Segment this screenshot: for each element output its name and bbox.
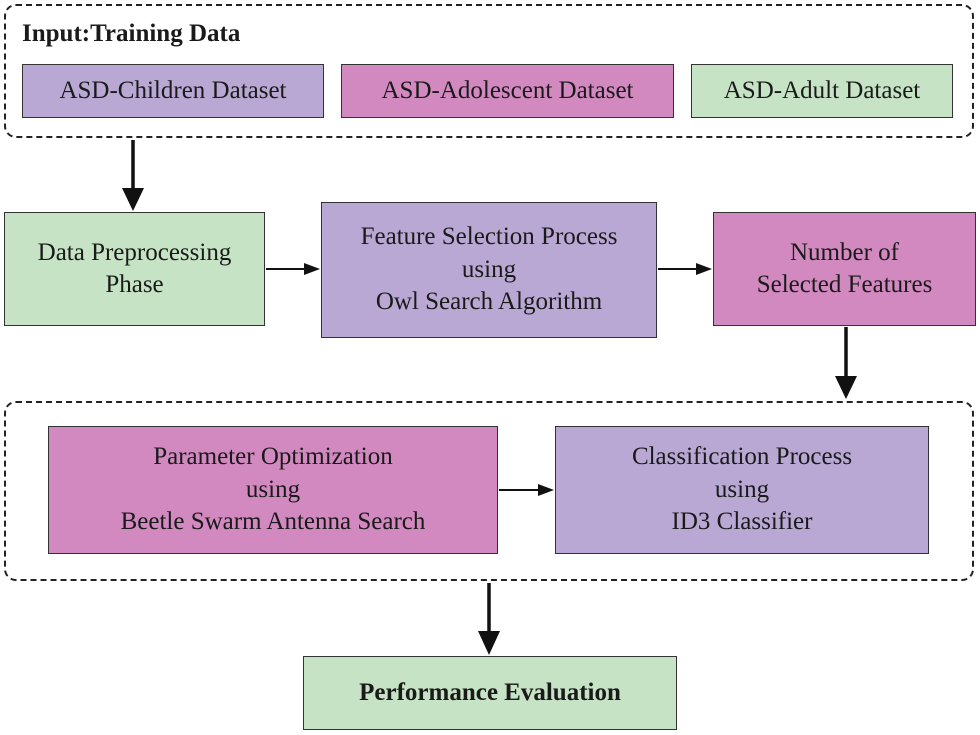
performance-evaluation-box: Performance Evaluation bbox=[303, 656, 677, 730]
selected-features-line-2: Selected Features bbox=[756, 271, 933, 298]
input-group bbox=[4, 4, 974, 138]
parameter-optimization-line-2: using bbox=[245, 475, 301, 503]
dataset-label: ASD-Adolescent Dataset bbox=[381, 76, 634, 104]
arrow-head bbox=[696, 263, 712, 275]
parameter-optimization-line-1: Parameter Optimization bbox=[153, 443, 393, 471]
dataset-box-adolescent: ASD-Adolescent Dataset bbox=[341, 64, 674, 118]
preprocessing-box: Data Preprocessing Phase bbox=[4, 212, 265, 326]
parameter-optimization-box: Parameter Optimization using Beetle Swar… bbox=[48, 426, 498, 554]
classification-line-2: using bbox=[714, 475, 770, 503]
feature-selection-line-3: Owl Search Algorithm bbox=[375, 288, 603, 316]
input-group-title: Input:Training Data bbox=[22, 20, 241, 47]
classification-line-1: Classification Process bbox=[631, 443, 853, 471]
dataset-box-adult: ASD-Adult Dataset bbox=[691, 64, 953, 118]
dataset-label: ASD-Adult Dataset bbox=[723, 76, 921, 104]
preprocessing-line-1: Data Preprocessing bbox=[37, 238, 232, 266]
arrow-head bbox=[478, 631, 500, 655]
arrow-head bbox=[835, 376, 857, 399]
selected-features-line-1: Number of bbox=[790, 238, 899, 266]
classification-box: Classification Process using ID3 Classif… bbox=[555, 426, 929, 554]
feature-selection-line-2: using bbox=[461, 255, 517, 283]
feature-selection-line-1: Feature Selection Process bbox=[360, 223, 618, 251]
classification-line-3: ID3 Classifier bbox=[671, 508, 813, 536]
processing-group bbox=[4, 401, 974, 581]
dataset-label: ASD-Children Dataset bbox=[59, 76, 287, 104]
preprocessing-line-2: Phase bbox=[105, 271, 164, 298]
selected-features-box: Number of Selected Features bbox=[713, 212, 976, 326]
arrow-head bbox=[122, 188, 144, 211]
performance-evaluation-label: Performance Evaluation bbox=[359, 678, 621, 706]
feature-selection-box: Feature Selection Process using Owl Sear… bbox=[321, 202, 657, 338]
arrow-head bbox=[304, 263, 320, 275]
parameter-optimization-line-3: Beetle Swarm Antenna Search bbox=[120, 508, 426, 536]
dataset-box-children: ASD-Children Dataset bbox=[22, 64, 324, 118]
